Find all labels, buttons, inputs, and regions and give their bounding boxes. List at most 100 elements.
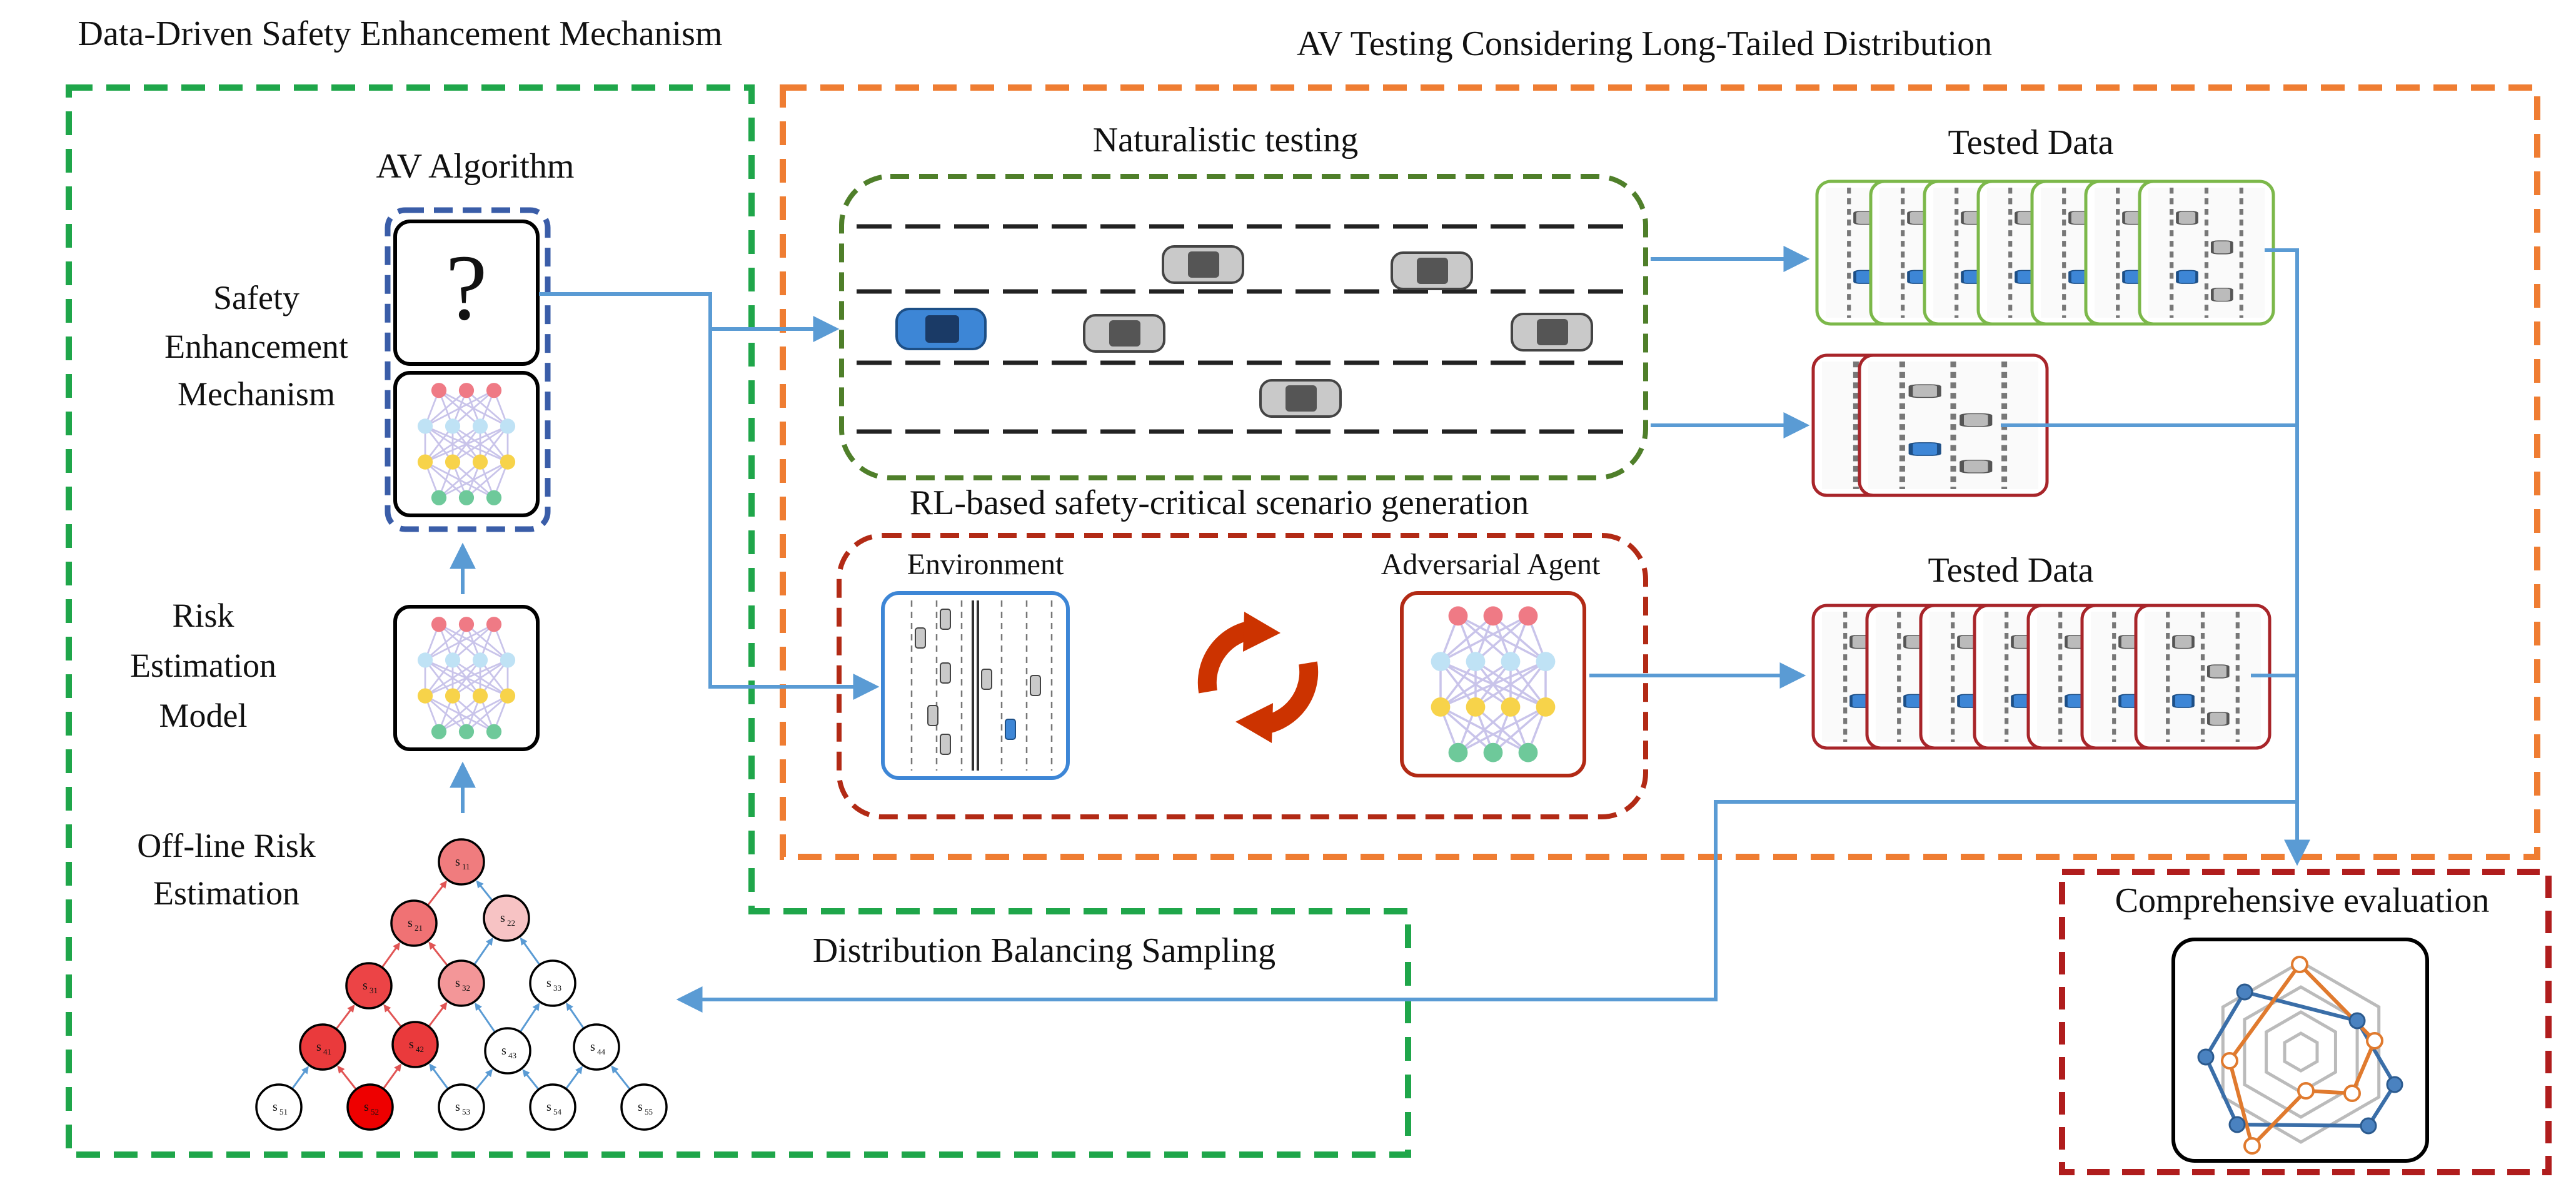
adversarial-label: Adversarial Agent <box>1381 548 1601 581</box>
environment-label: Environment <box>907 548 1064 581</box>
nn-node <box>458 724 475 739</box>
tree-edge <box>475 1003 496 1033</box>
adversarial-network-icon <box>1431 606 1556 762</box>
radar-grid <box>2283 1031 2319 1073</box>
tree-node-subscript: 11 <box>462 862 470 871</box>
arrow-tested-to-eval <box>2265 248 2310 866</box>
right-title: AV Testing Considering Long-Tailed Distr… <box>1297 24 1992 63</box>
nn-node <box>1518 742 1538 762</box>
nn-node <box>1431 697 1451 717</box>
sampling-label: Distribution Balancing Sampling <box>813 931 1275 970</box>
question-mark-icon: ? <box>446 236 488 340</box>
tree-node-label: s <box>363 979 368 993</box>
naturalistic-label: Naturalistic testing <box>1093 121 1359 159</box>
radar-point <box>2348 1012 2366 1030</box>
tree-edge <box>426 880 447 906</box>
nn-node <box>472 454 488 470</box>
nn-node <box>417 652 433 668</box>
data-card <box>2134 604 2272 750</box>
environment-road-icon <box>910 600 1053 771</box>
tree-node-label: s <box>546 1100 551 1114</box>
tree-node-s54 <box>529 1083 576 1131</box>
safety-label-1: Safety <box>213 279 299 316</box>
nn-node <box>472 418 488 434</box>
safety-label-3: Mechanism <box>178 375 335 413</box>
left-title: Data-Driven Safety Enhancement Mechanism <box>78 14 723 53</box>
nn-node <box>458 490 475 505</box>
radar-point <box>2360 1117 2377 1135</box>
nn-node <box>1518 606 1538 626</box>
tree-edge <box>383 1004 402 1028</box>
risk-model-network-icon <box>417 617 516 739</box>
tree-node-subscript: 52 <box>371 1107 379 1116</box>
evaluation-panel-border <box>2059 869 2552 1175</box>
tree-node-subscript: 33 <box>553 983 561 993</box>
nn-node <box>445 454 461 470</box>
tree-node-label: s <box>273 1100 278 1114</box>
nn-node <box>486 724 502 739</box>
environment-box <box>881 591 1070 780</box>
arrow-av-to-rl <box>708 329 880 700</box>
tree-node-s53 <box>438 1083 485 1131</box>
tree-edge <box>382 1063 402 1090</box>
tree-node-label: s <box>455 855 460 869</box>
nn-node <box>1501 652 1521 671</box>
safety-label-2: Enhancement <box>164 328 348 365</box>
nn-node <box>1483 606 1503 626</box>
tree-node-s44 <box>573 1023 620 1071</box>
nn-node <box>500 418 516 434</box>
car-icon <box>1083 314 1165 353</box>
arrow-av-to-naturalistic <box>539 292 840 342</box>
feedback-cycle-icon <box>1197 612 1319 743</box>
tree-node-label: s <box>455 976 460 990</box>
tree-node-s42 <box>391 1021 439 1068</box>
tree-node-s52 <box>346 1083 394 1131</box>
tested-data-bottom-label: Tested Data <box>1928 551 2093 590</box>
tree-node-s11 <box>438 838 485 886</box>
nn-node <box>1466 697 1486 717</box>
nn-node <box>417 418 433 434</box>
tree-node-s22 <box>483 894 530 942</box>
nn-node <box>431 383 447 398</box>
tree-edge <box>475 1069 493 1091</box>
failure-data-stack <box>1811 353 2049 497</box>
tree-edge <box>335 1004 355 1030</box>
ego-vehicle-icon <box>895 308 987 350</box>
radar-point <box>2343 1085 2361 1102</box>
tree-node-s32 <box>438 959 485 1007</box>
radar-point <box>2228 1116 2246 1133</box>
av-algorithm-box <box>385 207 551 532</box>
nn-node <box>1431 652 1451 671</box>
tree-node-s21 <box>390 899 438 947</box>
radar-point <box>2297 1082 2315 1100</box>
tree-node-subscript: 51 <box>279 1107 288 1116</box>
tree-edge <box>291 1066 309 1090</box>
tree-edge <box>522 1069 540 1090</box>
tree-node-subscript: 53 <box>462 1107 470 1116</box>
arrow-feedback-to-sampling <box>676 800 2297 1013</box>
radar-chart-icon <box>2197 956 2403 1155</box>
offline-label-1: Off-line Risk <box>137 827 315 864</box>
tree-edge <box>381 942 401 968</box>
tree-node-subscript: 43 <box>508 1051 516 1060</box>
tree-edge <box>476 880 493 901</box>
tree-node-subscript: 32 <box>462 983 470 993</box>
rl-generation-label: RL-based safety-critical scenario genera… <box>910 483 1529 522</box>
tree-node-label: s <box>408 916 413 930</box>
tree-node-subscript: 31 <box>370 986 378 995</box>
tree-edge <box>473 937 493 966</box>
data-card <box>2138 180 2275 326</box>
highway-lanes <box>857 224 1632 434</box>
car-icon <box>1259 379 1342 418</box>
tree-node-label: s <box>364 1100 369 1114</box>
radar-point <box>2197 1048 2215 1066</box>
nn-node <box>1448 606 1468 626</box>
tree-node-subscript: 21 <box>415 923 423 933</box>
tree-node-label: s <box>455 1100 460 1114</box>
tree-edge <box>337 1065 357 1090</box>
tree-node-label: s <box>638 1100 643 1114</box>
nn-node <box>1466 652 1486 671</box>
nn-node <box>486 617 502 632</box>
